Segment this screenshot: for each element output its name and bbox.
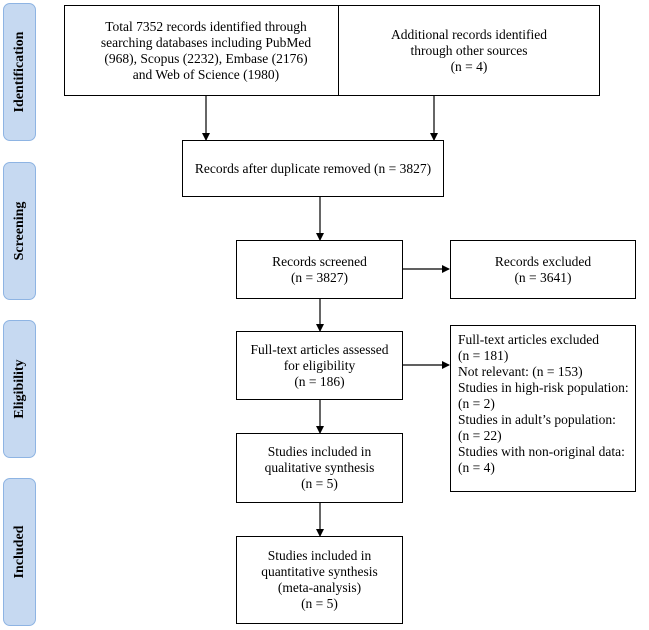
additional-records-text: Additional records identified through ot… xyxy=(391,26,547,74)
records-excluded-text: Records excluded (n = 3641) xyxy=(494,253,592,285)
box-after-duplicates: Records after duplicate removed (n = 382… xyxy=(182,140,444,197)
fulltext-excluded-line: (n = 22) xyxy=(458,428,502,443)
fulltext-excluded-line: Studies in adult’s population: xyxy=(458,412,616,427)
fulltext-excluded-line: Full-text articles excluded xyxy=(458,332,599,347)
phase-screening: Screening xyxy=(3,162,36,300)
quantitative-synthesis-text: Studies included in quantitative synthes… xyxy=(261,548,378,611)
fulltext-assessed-text: Full-text articles assessed for eligibil… xyxy=(250,341,389,389)
box-additional-records: Additional records identified through ot… xyxy=(338,5,600,96)
fulltext-excluded-line: Studies in high-risk population: xyxy=(458,380,629,395)
after-duplicates-text: Records after duplicate removed (n = 382… xyxy=(194,160,432,176)
phase-included: Included xyxy=(3,478,36,626)
fulltext-excluded-line: (n = 181) xyxy=(458,348,509,363)
records-screened-text: Records screened (n = 3827) xyxy=(272,253,367,285)
box-database-records: Total 7352 records identified through se… xyxy=(64,5,348,96)
fulltext-excluded-line: (n = 4) xyxy=(458,460,495,475)
box-records-excluded: Records excluded (n = 3641) xyxy=(450,240,636,299)
phase-identification: Identification xyxy=(3,3,36,141)
fulltext-excluded-line: (n = 2) xyxy=(458,396,495,411)
fulltext-excluded-line: Not relevant: (n = 153) xyxy=(458,364,583,379)
box-fulltext-excluded: Full-text articles excluded (n = 181) No… xyxy=(450,325,636,492)
box-fulltext-assessed: Full-text articles assessed for eligibil… xyxy=(236,331,403,400)
database-records-text: Total 7352 records identified through se… xyxy=(100,18,312,82)
qualitative-synthesis-text: Studies included in qualitative synthesi… xyxy=(264,444,375,491)
box-records-screened: Records screened (n = 3827) xyxy=(236,240,403,299)
phase-eligibility: Eligibility xyxy=(3,320,36,458)
box-qualitative-synthesis: Studies included in qualitative synthesi… xyxy=(236,433,403,503)
fulltext-excluded-line: Studies with non-original data: xyxy=(458,444,625,459)
box-quantitative-synthesis: Studies included in quantitative synthes… xyxy=(236,536,403,624)
